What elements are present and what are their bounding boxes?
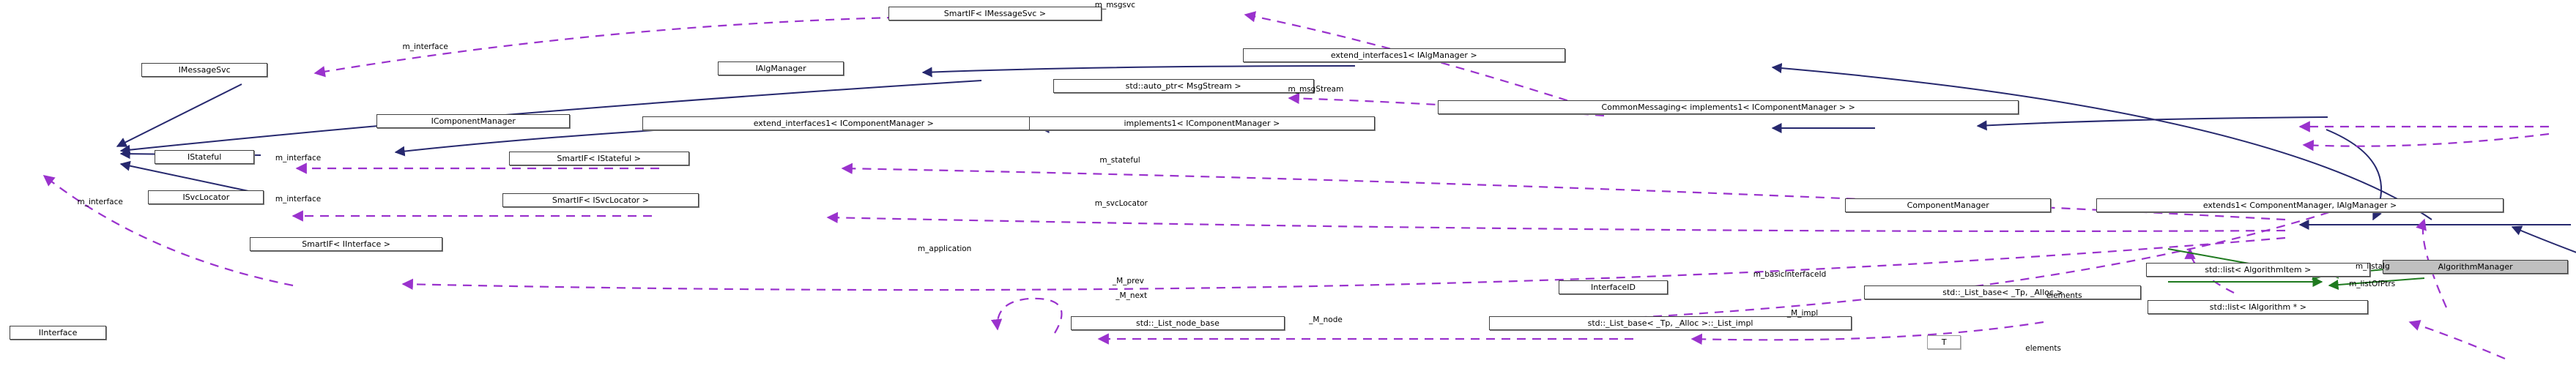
edge-label-m-msgstream: m_msgStream [1288, 84, 1344, 94]
node-algorithmmanager[interactable]: AlgorithmManager [2383, 259, 2568, 274]
edge-label-m-interface-isvclocator: m_interface [275, 194, 322, 203]
edge-label-m-basicinterfaceid: m_basicInterfaceId [1753, 270, 1827, 280]
node-extend-interfaces1-ialgmanager[interactable]: extend_interfaces1< IAlgManager > [1242, 48, 1565, 63]
node-commonmessaging[interactable]: CommonMessaging< implements1< IComponent… [1437, 100, 2019, 114]
node-list-ialgorithm-ptr[interactable]: std::list< IAlgorithm * > [2148, 299, 2369, 314]
node-ialgmanager[interactable]: IAlgManager [718, 61, 844, 75]
node-implements1-icomponentmanager[interactable]: implements1< IComponentManager > [1028, 116, 1376, 130]
node-extends1-componentmanager-ialgmanager[interactable]: extends1< ComponentManager, IAlgManager … [2096, 198, 2504, 212]
edge-label-m-listalg: m_listalg [2355, 262, 2390, 272]
node-smartif-istateful[interactable]: SmartIF< IStateful > [508, 152, 689, 166]
edge-label-m-node: _M_node [1309, 315, 1343, 324]
edge-label-m-stateful: m_stateful [1099, 155, 1140, 165]
node-smartif-imessagesvc[interactable]: SmartIF< IMessageSvc > [888, 6, 1102, 20]
edge-label-m-svclocator: m_svcLocator [1094, 199, 1148, 209]
node-list-algorithmitem[interactable]: std::list< AlgorithmItem > [2146, 263, 2370, 277]
node-iinterface[interactable]: IInterface [10, 325, 107, 340]
node-interfaceid[interactable]: InterfaceID [1558, 280, 1669, 295]
edge-label-m-interface-imessagesvc: m_interface [402, 42, 448, 52]
edge-label-m-application: m_application [917, 244, 972, 253]
edge-label-m-interface-iinterface: m_interface [77, 197, 123, 206]
node-imessagesvc[interactable]: IMessageSvc [141, 62, 267, 77]
node-smartif-isvclocator[interactable]: SmartIF< ISvcLocator > [502, 193, 699, 208]
edge-label-m-impl: _M_impl [1786, 308, 1819, 318]
node-istateful[interactable]: IStateful [155, 149, 255, 164]
node-list-base-tp-alloc[interactable]: std::_List_base< _Tp, _Alloc > [1864, 285, 2142, 299]
node-auto-ptr-msgstream[interactable]: std::auto_ptr< MsgStream > [1053, 78, 1314, 93]
node-isvclocator[interactable]: ISvcLocator [148, 190, 264, 204]
node-componentmanager[interactable]: ComponentManager [1845, 198, 2052, 212]
edge-label-elements-lower: elements [2025, 344, 2062, 354]
edge-label-m-next: _M_next [1116, 291, 1148, 300]
edge-label-m-msgsvc: m_msgsvc [1094, 1, 1136, 10]
edge-label-elements-upper: elements [2046, 291, 2082, 300]
node-icomponentmanager[interactable]: IComponentManager [376, 114, 571, 129]
node-template-parameter-t[interactable]: T [1927, 335, 1961, 350]
node-smartif-iinterface[interactable]: SmartIF< IInterface > [249, 236, 443, 251]
node-list-node-base[interactable]: std::_List_node_base [1070, 315, 1285, 330]
edge-label-m-prev: _M_prev [1112, 276, 1144, 285]
edge-label-m-interface-istateful: m_interface [275, 154, 322, 163]
node-list-impl[interactable]: std::_List_base< _Tp, _Alloc >::_List_im… [1489, 315, 1852, 330]
node-extend-interfaces1-icomponentmanager[interactable]: extend_interfaces1< IComponentManager > [642, 116, 1045, 130]
edge-label-m-listofptrs: m_listOfPtrs [2349, 280, 2396, 289]
